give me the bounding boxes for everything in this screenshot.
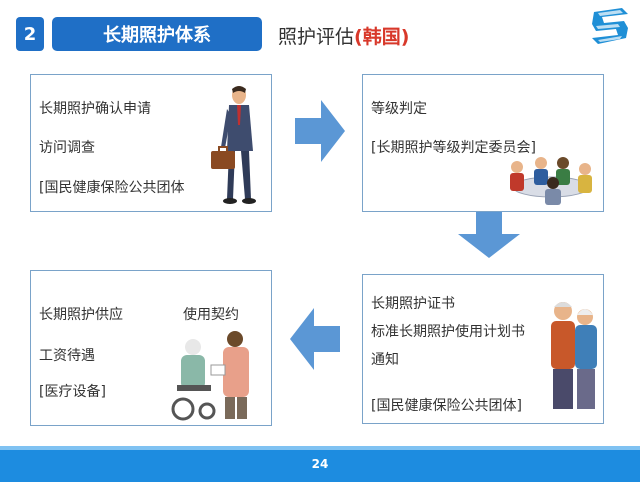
company-logo [592, 8, 628, 44]
box2-line2: [长期照护等级判定委员会] [371, 140, 536, 156]
page-subtitle: 照护评估(韩国) [278, 22, 409, 49]
subtitle-highlight: (韩国) [354, 26, 410, 48]
subtitle-main: 照护评估 [278, 26, 355, 48]
section-title: 长期照护体系 [52, 17, 262, 51]
caregiver-illustration [171, 331, 249, 421]
elderly-couple-illustration [551, 302, 597, 409]
box4-line3: [医疗设备] [39, 384, 106, 400]
footer-bar: 24 [0, 450, 640, 482]
step-box-grade-decision: 等级判定 [长期照护等级判定委员会] [362, 74, 604, 212]
box1-line3: [国民健康保险公共团体 [39, 180, 185, 196]
step-box-certificate: 长期照护证书 标准长期照护使用计划书 通知 [国民健康保险公共团体] [362, 274, 604, 424]
box3-line4: [国民健康保险公共团体] [371, 398, 522, 414]
businessman-illustration [211, 86, 256, 204]
arrow-down-icon [458, 212, 520, 258]
box1-line2: 访问调查 [39, 140, 95, 156]
box4-line1: 长期照护供应 [39, 307, 123, 323]
step-box-application: 长期照护确认申请 访问调查 [国民健康保险公共团体 [30, 74, 272, 212]
arrow-left-icon [290, 308, 340, 370]
box3-line1: 长期照护证书 [371, 296, 455, 312]
box3-line3: 通知 [371, 352, 399, 368]
footer-accent-line [0, 446, 640, 450]
box4-line2: 工资待遇 [39, 348, 95, 364]
section-number-badge: 2 [16, 17, 44, 51]
box3-line2: 标准长期照护使用计划书 [371, 324, 525, 340]
meeting-illustration [510, 157, 592, 205]
page-number: 24 [311, 457, 329, 471]
box1-line1: 长期照护确认申请 [39, 101, 151, 117]
arrow-right-icon [295, 100, 345, 162]
box2-line1: 等级判定 [371, 101, 427, 117]
step-box-service-provision: 长期照护供应 使用契约 工资待遇 [医疗设备] [30, 270, 272, 426]
box4-line1b: 使用契约 [183, 307, 239, 323]
